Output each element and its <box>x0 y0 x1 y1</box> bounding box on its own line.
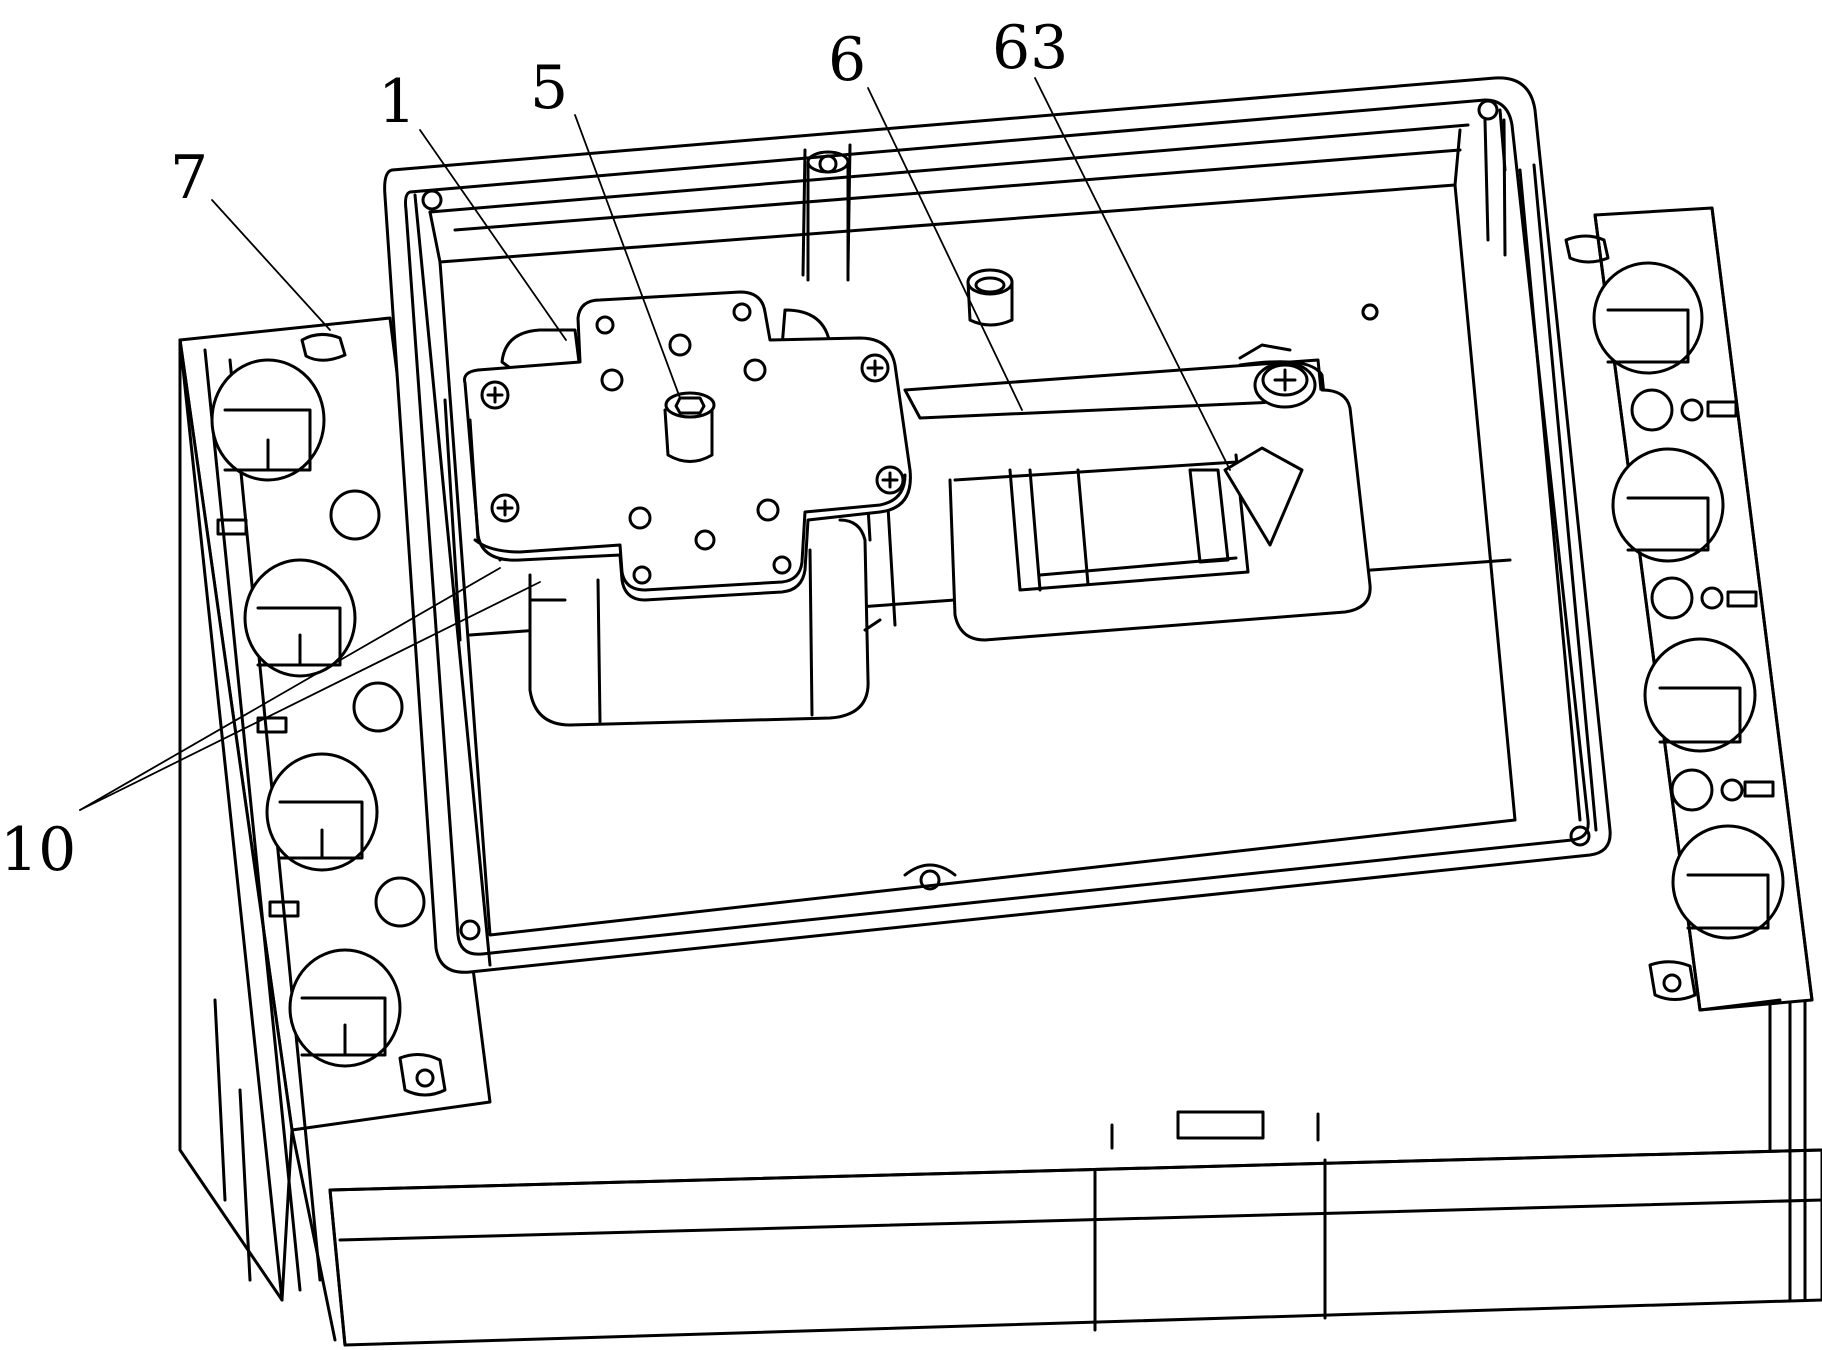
right-terminal-holes <box>1592 261 1785 940</box>
callout-63: 63 <box>992 13 1069 83</box>
leader-63 <box>1034 77 1231 471</box>
leader-10b <box>79 581 541 811</box>
leader-7 <box>211 199 331 331</box>
callout-5: 5 <box>530 53 569 123</box>
right-terminal-block <box>1564 206 1814 1012</box>
callout-6: 6 <box>828 25 867 95</box>
left-terminal-holes <box>210 358 426 1068</box>
leader-6 <box>867 87 1023 411</box>
leader-1 <box>419 129 567 341</box>
callout-7: 7 <box>170 143 209 213</box>
lower-housing <box>328 988 1822 1347</box>
leader-10a <box>79 567 501 811</box>
leader-5 <box>574 114 681 399</box>
callout-10: 10 <box>0 815 77 885</box>
actuator-assembly <box>463 290 912 727</box>
leader-lines <box>79 77 1231 811</box>
callout-1: 1 <box>378 67 417 137</box>
